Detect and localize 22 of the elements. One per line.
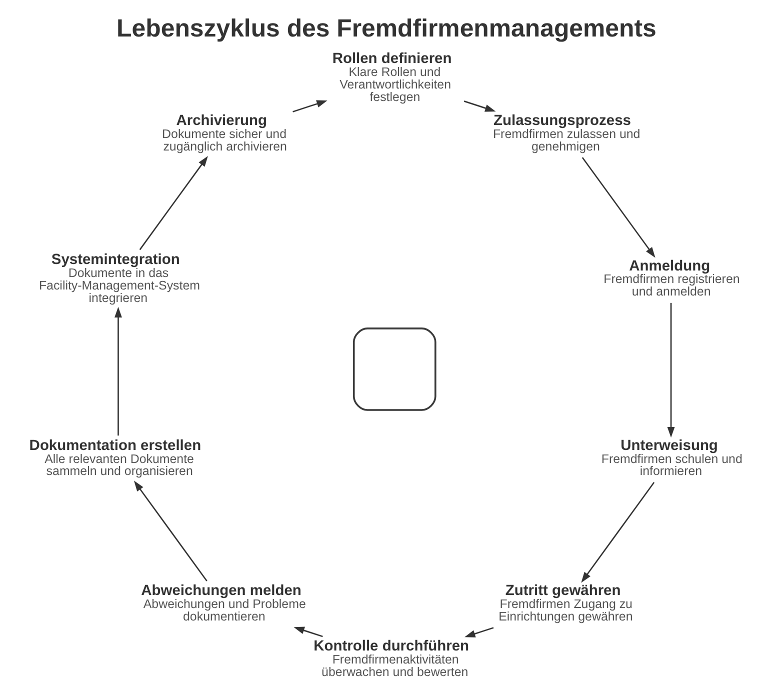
node-text: Archivierung Dokumente sicher und zugänglich archivieren	[162, 112, 286, 154]
node-text: Anmeldung Fremdfirmen registrieren und anmelden	[603, 258, 740, 299]
node-text: Unterweisung Fremdfirmen schulen und informieren	[600, 438, 742, 478]
node-text: Kontrolle durchführen Fremdfirmenaktivitäten überwachen und bewerten	[313, 638, 468, 680]
node-text: Rollen definieren Klare Rollen und Verantwortlichkeiten festlegen	[332, 51, 452, 104]
arrow	[292, 100, 327, 112]
arrow	[293, 626, 322, 638]
diagram-title: Lebenszyklus des Fremdfirmenmanagements	[116, 14, 656, 42]
node-box	[352, 328, 436, 411]
node-text: Systemintegration Dokumente in das Facility-Management-System integrieren	[38, 252, 200, 305]
arrow	[114, 306, 122, 436]
arrow	[666, 302, 674, 438]
node-text: Abweichungen melden Abweichungen und Probleme dokumentieren	[140, 583, 306, 624]
arrow	[464, 627, 494, 638]
arrow	[581, 157, 655, 258]
node-text: Dokumentation erstellen Alle relevanten Dokumente sammeln und organisieren	[28, 438, 201, 478]
arrow	[463, 100, 496, 112]
arrow	[133, 480, 207, 582]
arrow	[138, 156, 208, 250]
arrow	[580, 482, 654, 583]
node-text: Zulassungsprozess Fremdfirmen zulassen und genehmigen	[492, 112, 640, 154]
node-text: Zutritt gewähren Fremdfirmen Zugang zu Einrichtungen gewähren	[498, 583, 632, 624]
